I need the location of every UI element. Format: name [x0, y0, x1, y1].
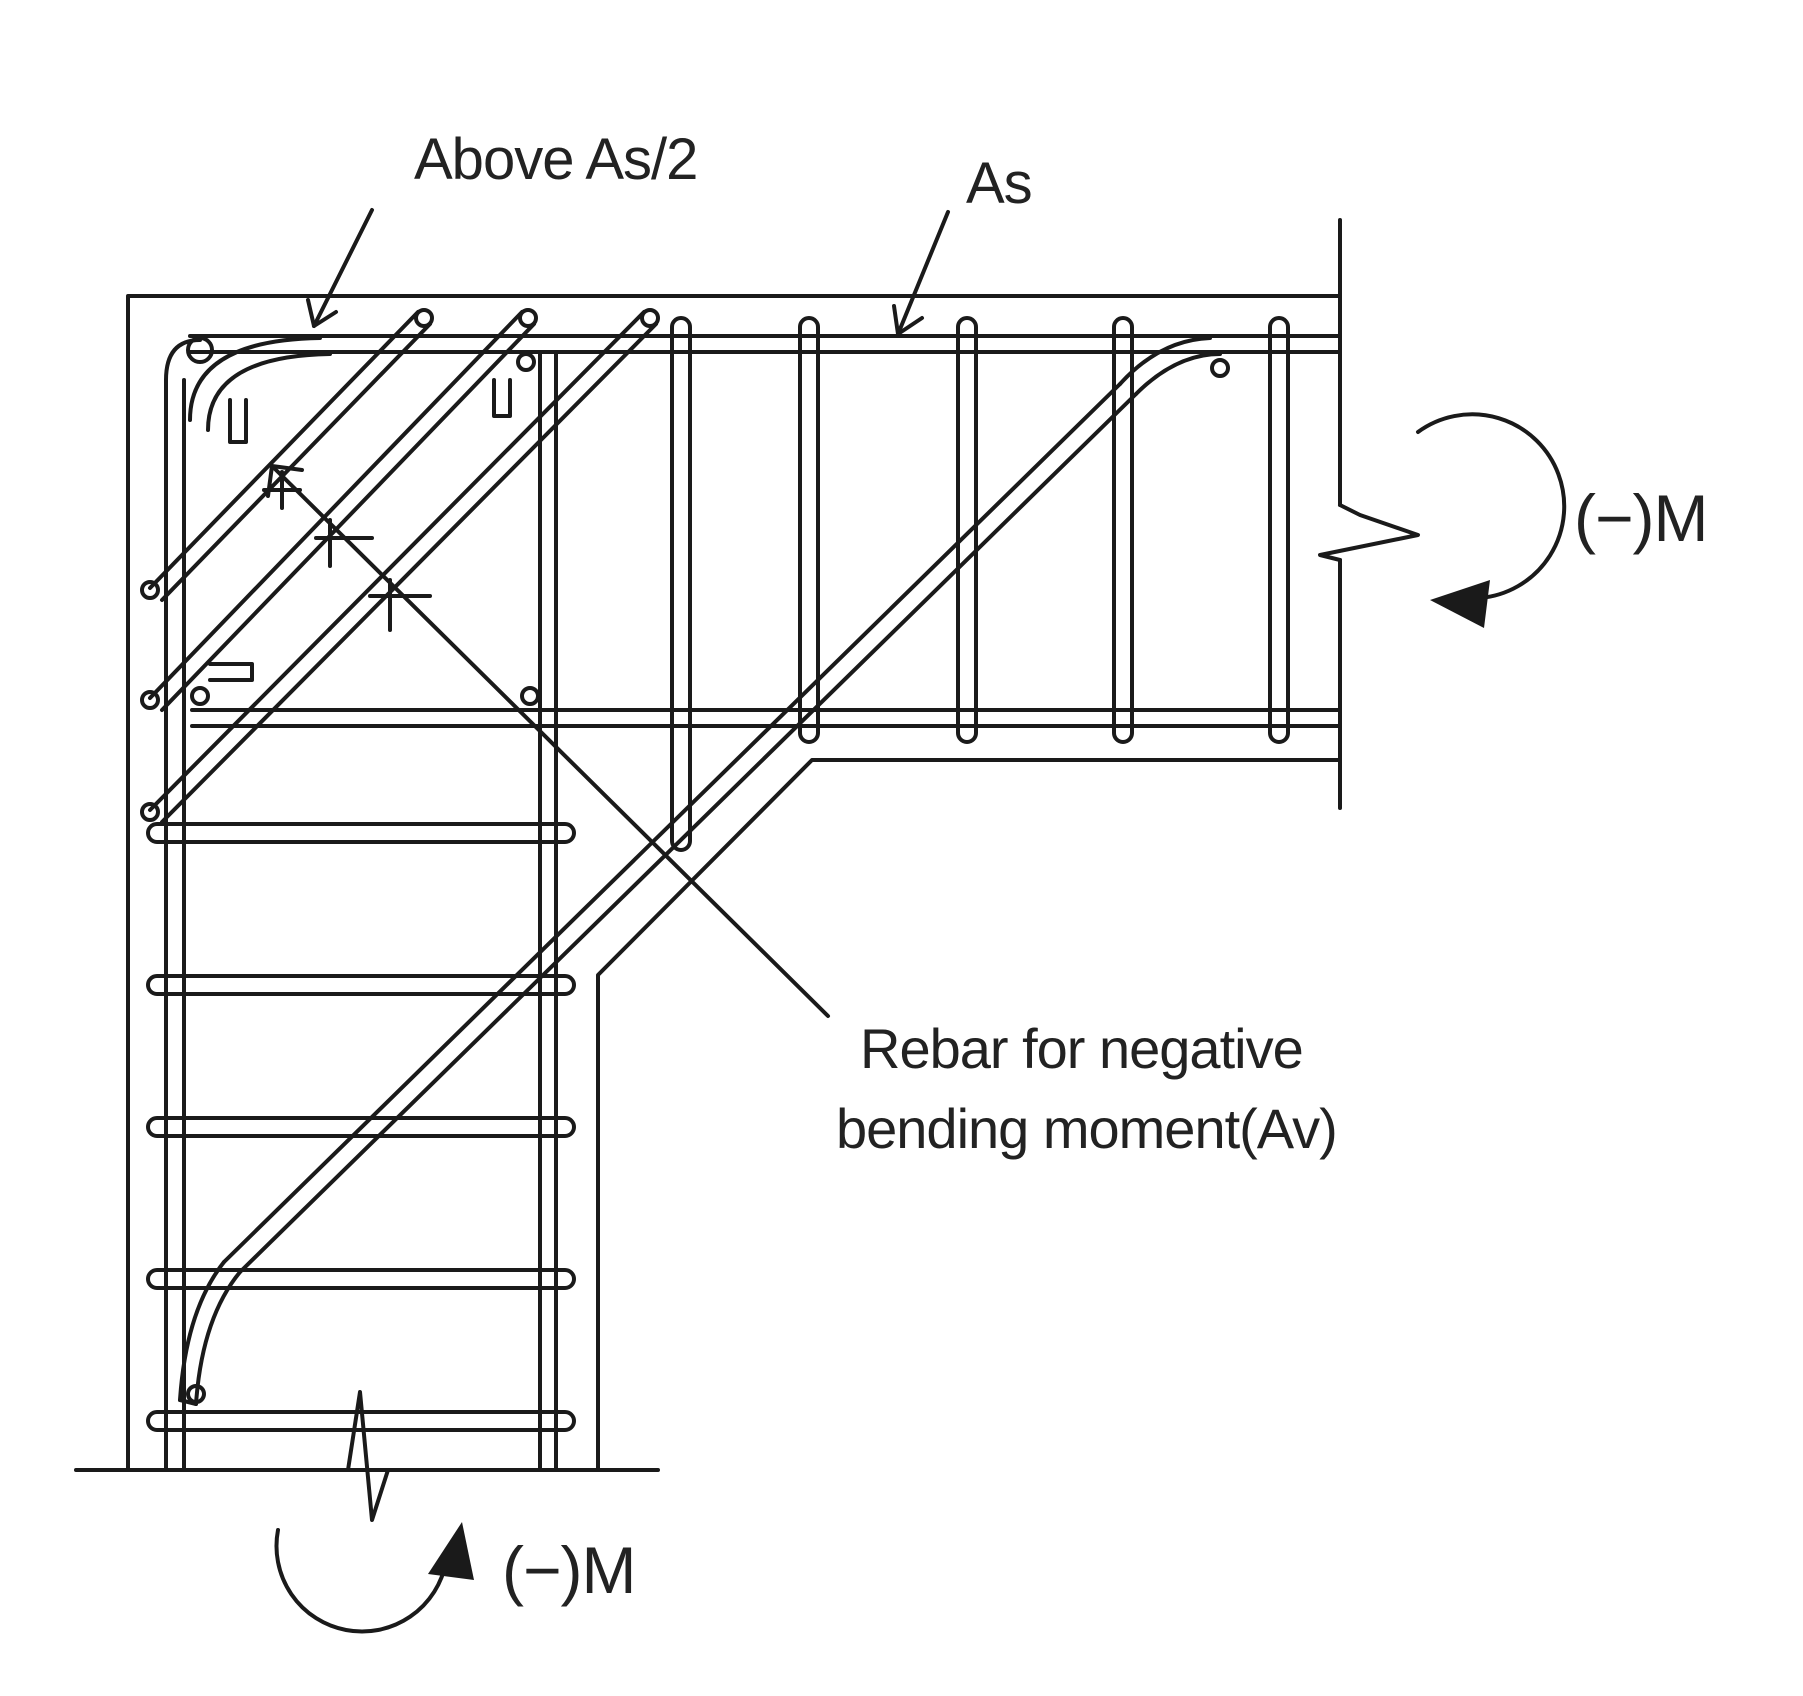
label-moment-right: (−)M — [1574, 481, 1708, 555]
arrowhead-right-icon — [1430, 580, 1490, 628]
haunch-diagonal-bars — [140, 308, 660, 824]
column-outer-bars — [164, 378, 186, 1470]
label-rebar-note-line2: bending moment(Av) — [836, 1097, 1338, 1160]
label-rebar-note-line1: Rebar for negative — [860, 1017, 1304, 1080]
bar-hooks — [186, 336, 1230, 1404]
moment-arrow-bottom — [274, 1528, 448, 1634]
arrowhead-bottom-icon — [428, 1522, 474, 1580]
concrete-outline — [74, 218, 1420, 1522]
leader-lines — [266, 208, 950, 1018]
label-as: As — [966, 151, 1033, 216]
beam-stirrups — [670, 316, 1290, 852]
beam-bottom-bars — [190, 708, 1342, 728]
moment-arrow-right — [1416, 412, 1567, 600]
label-above-as-half: Above As/2 — [414, 127, 698, 192]
column-hoops — [146, 822, 576, 1432]
label-moment-bottom: (−)M — [502, 1533, 636, 1607]
column-inner-bars — [538, 350, 558, 1470]
